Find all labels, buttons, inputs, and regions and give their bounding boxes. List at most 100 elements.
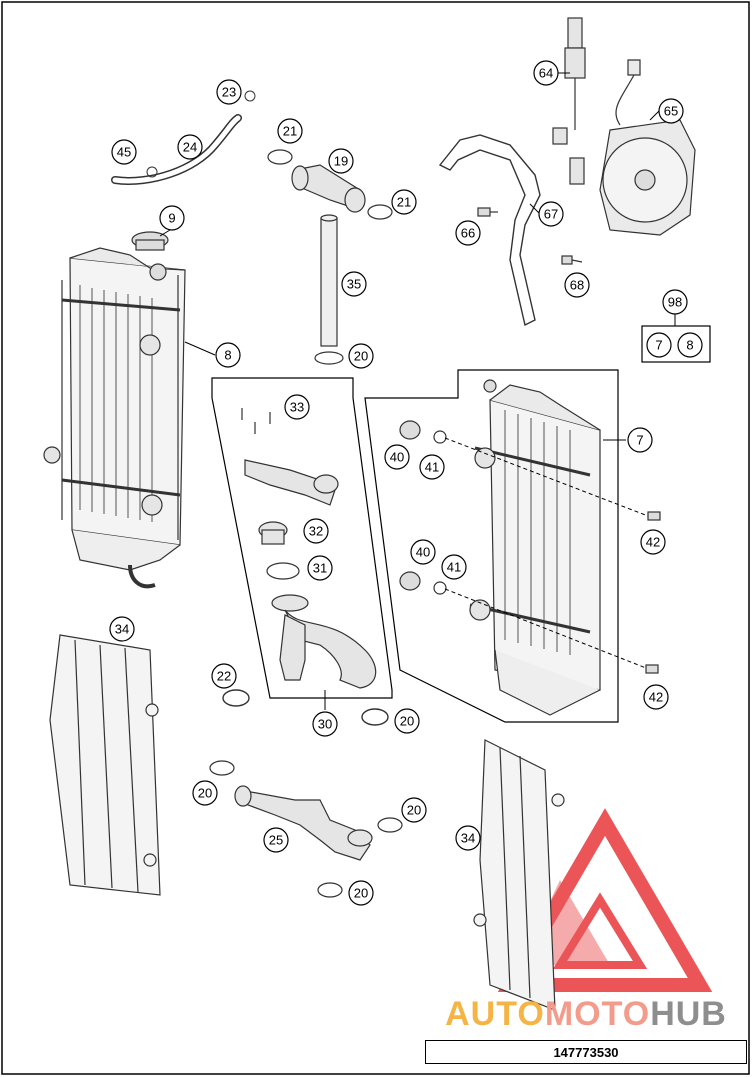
callout-c20d: 20 <box>401 797 427 823</box>
callout-c20a: 20 <box>348 343 374 369</box>
callout-label: 35 <box>347 277 361 292</box>
callout-label: 42 <box>649 690 663 705</box>
thermostat-parts <box>241 408 377 689</box>
fan-bracket <box>438 134 541 327</box>
callout-c7: 7 <box>627 427 653 453</box>
callout-label: 34 <box>461 831 475 846</box>
left-radiator <box>43 247 186 589</box>
callout-label: 33 <box>290 400 304 415</box>
callout-label: 24 <box>183 140 197 155</box>
callout-c8: 8 <box>215 342 241 368</box>
callout-circle <box>658 98 684 124</box>
callout-circle <box>410 539 436 565</box>
watermark-text: AUTOMOTOHUB <box>425 995 747 1034</box>
callout-circle <box>307 555 333 581</box>
callout-c42a: 42 <box>640 529 666 555</box>
callout-label: 41 <box>425 460 439 475</box>
reference-number-box: 147773530 <box>425 1040 747 1064</box>
callout-label: 30 <box>318 717 332 732</box>
callout-c40b: 40 <box>410 539 436 565</box>
watermark-part-hub: HUB <box>650 995 727 1033</box>
callout-c40a: 40 <box>384 444 410 470</box>
callout-label: 41 <box>447 560 461 575</box>
callout-c98_8: 8 <box>677 332 703 358</box>
right-radiator <box>469 379 601 716</box>
callout-circle <box>312 711 338 737</box>
callout-label: 19 <box>334 154 348 169</box>
callout-c98_7: 7 <box>646 332 672 358</box>
callout-c34b: 34 <box>455 825 481 851</box>
hose-connector <box>267 149 393 220</box>
callout-circle <box>159 205 185 231</box>
callout-circle <box>111 139 137 165</box>
callout-c35: 35 <box>341 271 367 297</box>
radiator-fan <box>599 59 696 236</box>
watermark-part-auto: AUTO <box>445 995 545 1033</box>
right-radiator-shroud <box>473 739 565 1011</box>
leader-lines <box>159 72 660 710</box>
callout-label: 67 <box>544 207 558 222</box>
callout-circle <box>640 529 666 555</box>
callout-label: 20 <box>400 714 414 729</box>
callout-circle <box>455 825 481 851</box>
callout-c19: 19 <box>328 148 354 174</box>
hose-clamp-20b <box>361 708 389 726</box>
callout-label: 40 <box>416 545 430 560</box>
callout-circle <box>384 444 410 470</box>
callout-c34a: 34 <box>109 616 135 642</box>
lower-hose <box>209 760 403 898</box>
callout-label: 7 <box>636 433 643 448</box>
callout-c31: 31 <box>307 555 333 581</box>
callout-label: 9 <box>168 211 175 226</box>
callout-circle <box>662 289 688 315</box>
callout-c42b: 42 <box>643 684 669 710</box>
left-radiator-shroud <box>49 634 161 896</box>
callout-circle <box>391 189 417 215</box>
callout-circle <box>341 271 367 297</box>
callout-label: 65 <box>664 104 678 119</box>
callout-c23: 23 <box>216 79 242 105</box>
callout-label: 42 <box>646 535 660 550</box>
coolant-pipe <box>314 214 344 365</box>
callout-circle <box>303 518 329 544</box>
callout-label: 32 <box>309 524 323 539</box>
callout-c33: 33 <box>284 394 310 420</box>
callout-c20c: 20 <box>192 780 218 806</box>
watermark-part-moto: MOTO <box>544 995 651 1033</box>
callout-circle <box>215 342 241 368</box>
callout-circle <box>348 880 374 906</box>
callout-circle <box>348 343 374 369</box>
callout-label: 98 <box>668 295 682 310</box>
callout-circle <box>419 454 445 480</box>
callout-c67: 67 <box>538 201 564 227</box>
callout-label: 23 <box>222 85 236 100</box>
callout-label: 31 <box>313 561 327 576</box>
mounting-hardware <box>399 420 661 674</box>
callout-label: 8 <box>224 348 231 363</box>
callout-circle <box>263 827 289 853</box>
callout-circle <box>646 332 672 358</box>
callout-circle <box>643 684 669 710</box>
thermostat-group-box <box>211 377 393 699</box>
fan-bolts <box>477 207 583 265</box>
callout-c98: 98 <box>662 289 688 315</box>
callout-c9: 9 <box>159 205 185 231</box>
callout-circle <box>394 708 420 734</box>
hose-clip-23 <box>244 90 256 102</box>
callout-c41b: 41 <box>441 554 467 580</box>
callout-label: 20 <box>354 886 368 901</box>
callout-label: 21 <box>283 124 297 139</box>
callout-circle <box>192 780 218 806</box>
callout-label: 64 <box>539 66 553 81</box>
callout-circle <box>564 272 590 298</box>
callout-label: 66 <box>461 226 475 241</box>
callout-c65: 65 <box>658 98 684 124</box>
callout-label: 25 <box>269 833 283 848</box>
callout-circle <box>627 427 653 453</box>
callout-circle <box>277 118 303 144</box>
callout-c22: 22 <box>211 663 237 689</box>
